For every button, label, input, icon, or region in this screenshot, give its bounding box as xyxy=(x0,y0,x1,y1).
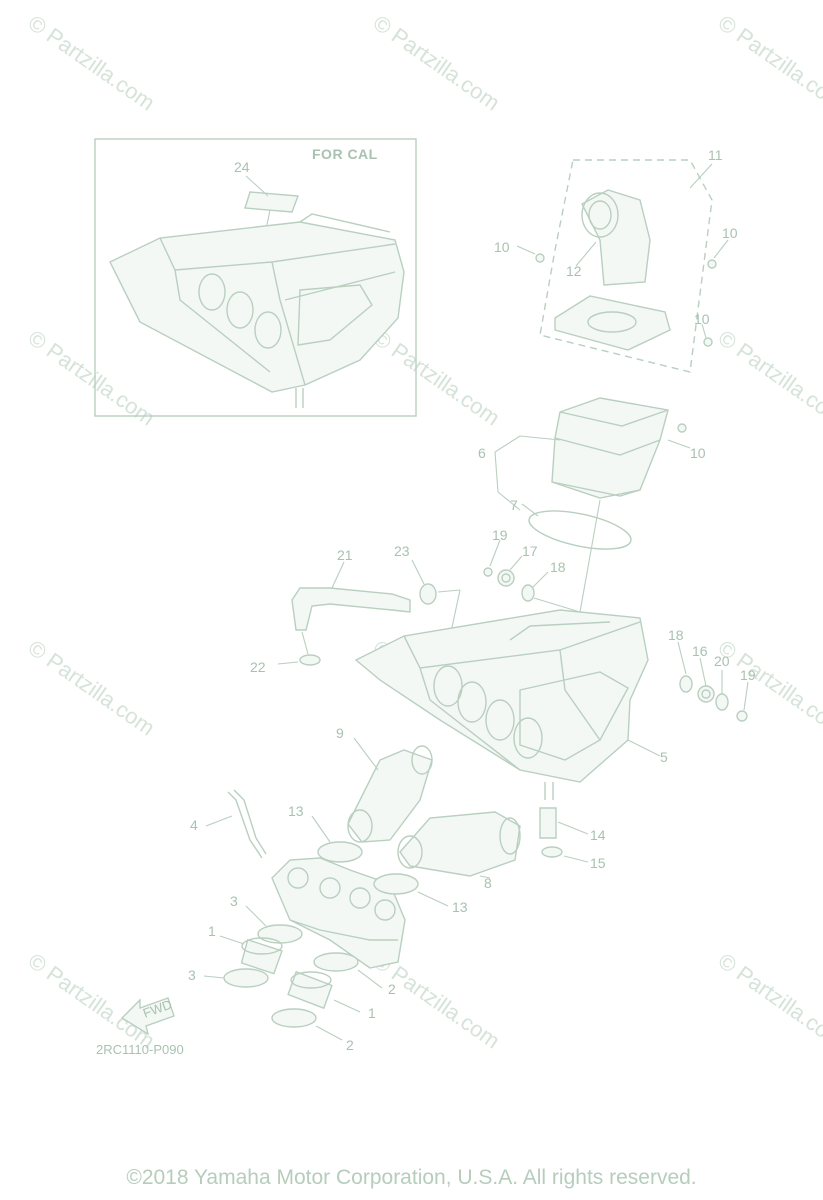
callout-18: 18 xyxy=(668,627,684,643)
callout-19: 19 xyxy=(740,667,756,683)
part-clamp-2a xyxy=(313,952,359,972)
part-clamp-13a xyxy=(317,841,363,863)
callouts: 24 11 10 10 12 10 10 6 7 19 17 23 18 21 … xyxy=(188,147,756,1053)
callout-10: 10 xyxy=(722,225,738,241)
grommet-set-left xyxy=(483,539,581,613)
part-clip xyxy=(419,583,437,605)
air-cleaner-case xyxy=(354,609,661,800)
part-base-plate xyxy=(554,295,671,351)
callout-20: 20 xyxy=(714,653,730,669)
part-joint-9 xyxy=(347,749,433,843)
inset-label: FOR CAL xyxy=(312,146,378,162)
callout-24: 24 xyxy=(234,159,250,175)
part-intake-duct xyxy=(581,189,651,286)
joint-and-seal xyxy=(494,397,691,641)
inset-frame xyxy=(94,138,417,417)
callout-2: 2 xyxy=(346,1037,354,1053)
callout-2: 2 xyxy=(388,981,396,997)
callout-10: 10 xyxy=(690,445,706,461)
part-label-sticker xyxy=(244,191,299,213)
intake-joints xyxy=(347,737,521,879)
drawing-number: 2RC1110-P090 xyxy=(96,1042,184,1057)
inset-for-cal: FOR CAL xyxy=(94,138,417,417)
callout-5: 5 xyxy=(660,749,668,765)
callout-10: 10 xyxy=(694,311,710,327)
part-clamp-13b xyxy=(373,873,419,895)
copyright-notice: ©2018 Yamaha Motor Corporation, U.S.A. A… xyxy=(126,1166,697,1189)
part-drain-clamp xyxy=(541,846,563,858)
part-clamp-2b xyxy=(271,1008,317,1028)
callout-21: 21 xyxy=(337,547,353,563)
callout-7: 7 xyxy=(510,497,518,513)
callout-8: 8 xyxy=(484,875,492,891)
drain-parts xyxy=(539,807,589,863)
callout-13: 13 xyxy=(288,803,304,819)
part-seal xyxy=(528,510,632,550)
part-clamp-3a xyxy=(257,924,303,944)
small-hose xyxy=(205,789,267,859)
callout-3: 3 xyxy=(230,893,238,909)
part-air-cleaner-case xyxy=(354,609,649,783)
lower-joints-and-clamps xyxy=(203,905,383,1041)
callout-3: 3 xyxy=(188,967,196,983)
part-drain-hose xyxy=(539,807,557,839)
grommet-set-right xyxy=(677,641,749,722)
callout-1: 1 xyxy=(208,923,216,939)
callout-13: 13 xyxy=(452,899,468,915)
intake-duct-assembly xyxy=(516,159,729,373)
callout-19: 19 xyxy=(492,527,508,543)
assembly-outline xyxy=(539,159,713,373)
part-joint xyxy=(551,397,669,499)
throttle-body-assembly xyxy=(271,815,449,969)
callout-9: 9 xyxy=(336,725,344,741)
callout-18: 18 xyxy=(550,559,566,575)
callout-11: 11 xyxy=(708,147,723,163)
part-joint-8 xyxy=(399,811,521,877)
callout-22: 22 xyxy=(250,659,266,675)
part-throttle-body xyxy=(271,857,406,969)
inset-airbox xyxy=(109,221,405,393)
callout-14: 14 xyxy=(590,827,606,843)
part-joint-1b xyxy=(287,970,333,1010)
callout-6: 6 xyxy=(478,445,486,461)
fwd-arrow-icon: FWD xyxy=(120,997,175,1036)
part-clamp-3b xyxy=(223,968,269,988)
callout-1: 1 xyxy=(368,1005,376,1021)
callout-16: 16 xyxy=(692,643,708,659)
callout-4: 4 xyxy=(190,817,198,833)
callout-17: 17 xyxy=(522,543,538,559)
part-joint-1a xyxy=(240,938,283,975)
callout-12: 12 xyxy=(566,263,582,279)
callout-10: 10 xyxy=(494,239,510,255)
breather-hose xyxy=(277,559,461,666)
part-hose-clamp xyxy=(299,654,321,666)
callout-23: 23 xyxy=(394,543,410,559)
callout-15: 15 xyxy=(590,855,606,871)
part-breather-hose xyxy=(291,587,411,631)
